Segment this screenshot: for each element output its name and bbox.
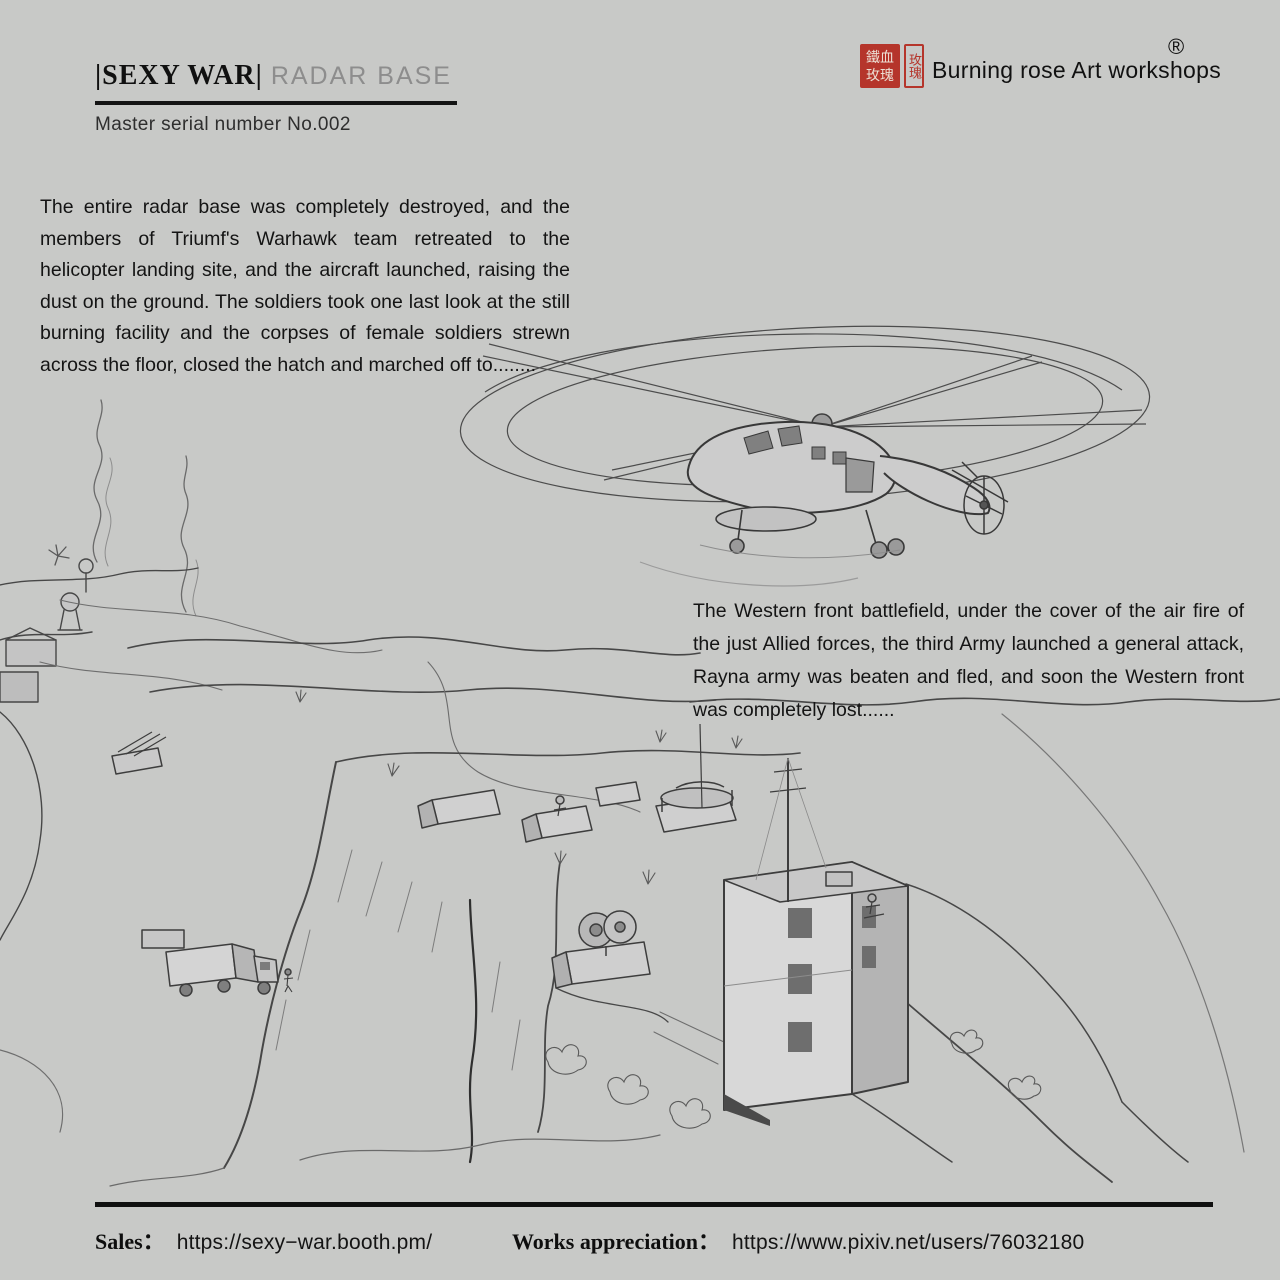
terrain-lines: [0, 636, 1280, 1187]
page-title: |SEXY WAR| RADAR BASE: [95, 60, 452, 92]
sales-url-link[interactable]: https://sexy−war.booth.pm/: [176, 1231, 433, 1254]
distant-village: [0, 558, 383, 703]
smoke-columns: [48, 399, 199, 617]
series-title: |SEXY WAR|: [95, 60, 263, 91]
seal-main-stamp: 鐵血玫瑰: [860, 44, 900, 88]
vegetation-scribbles: [295, 689, 1042, 1129]
radar-base-structures: [111, 723, 909, 1126]
footer-rule: [95, 1202, 1213, 1207]
story-paragraph-left: The entire radar base was completely des…: [40, 196, 570, 376]
footer-works-appreciation: Works appreciation： https://www.pixiv.ne…: [512, 1224, 1084, 1256]
sales-label: Sales：: [95, 1229, 165, 1254]
workshop-name: Burning rose Art workshops: [932, 57, 1222, 83]
works-appreciation-label: Works appreciation：: [512, 1229, 721, 1254]
footer-sales: Sales： https://sexy−war.booth.pm/: [95, 1224, 432, 1256]
seal-side-stamp: 玫瑰: [904, 44, 924, 88]
episode-title: RADAR BASE: [270, 62, 452, 90]
serial-number: Master serial number No.002: [95, 114, 351, 135]
registered-trademark-symbol: ®: [1168, 34, 1185, 59]
header-rule: [95, 101, 457, 105]
red-seal-stamp-icon: 鐵血玫瑰 玫瑰: [860, 44, 924, 88]
brand-block: 鐵血玫瑰 玫瑰 Burning rose Art workshops: [860, 44, 1221, 88]
story-paragraph-right: The Western front battlefield, under the…: [693, 600, 1244, 721]
helicopter-sketch: [459, 325, 1151, 587]
works-appreciation-url-link[interactable]: https://www.pixiv.net/users/76032180: [732, 1231, 1085, 1254]
